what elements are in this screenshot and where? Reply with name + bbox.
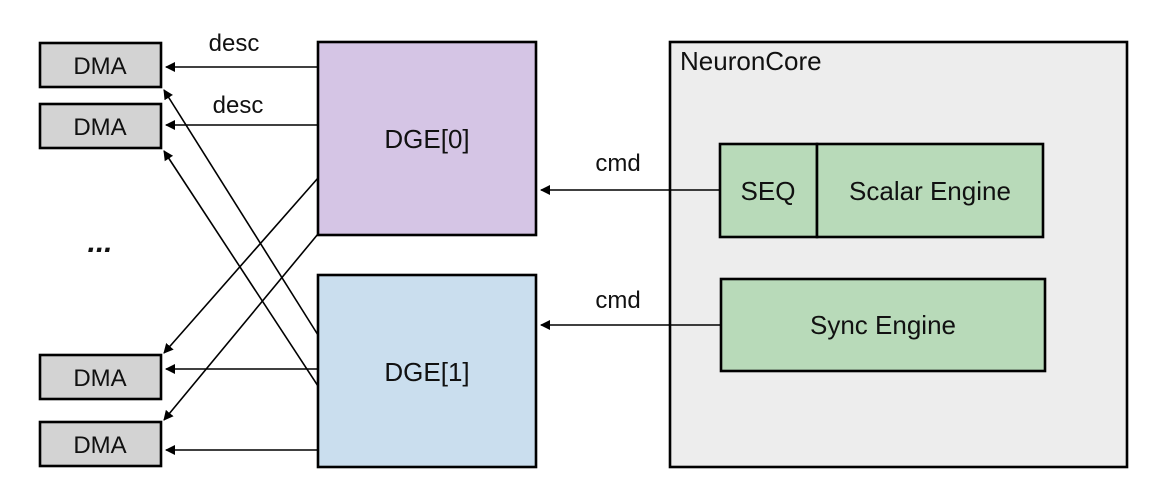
dma-box-1 (38, 102, 163, 150)
desc-label-0: desc (209, 30, 260, 57)
dge1-to-dma1-arrow (163, 150, 319, 387)
dma-label-0: DMA (73, 53, 126, 80)
cmd-label-0: cmd (595, 150, 640, 177)
dge0-to-dma2-arrow (163, 177, 319, 354)
dma-label-2: DMA (73, 365, 126, 392)
neuroncore-title: NeuronCore (680, 46, 822, 76)
dge1-label: DGE[1] (384, 357, 469, 387)
dge-group: DGE[0] DGE[1] (316, 40, 538, 469)
dge0-to-dma3-arrow (163, 233, 319, 421)
dma-box-0 (38, 41, 163, 89)
desc-label-1: desc (213, 92, 264, 119)
cmd-label-1: cmd (595, 287, 640, 314)
engine-to-dge-arrows: cmd cmd (540, 150, 721, 330)
sync-engine-box (719, 277, 1047, 373)
dma-label-1: DMA (73, 114, 126, 141)
sync-engine-label: Sync Engine (810, 310, 956, 340)
dma-box-2 (38, 353, 163, 401)
dma-group: DMA DMA ... DMA DMA (38, 41, 163, 468)
seq-label: SEQ (741, 176, 796, 206)
dge1-to-dma0-arrow (163, 89, 319, 336)
neuroncore-box (668, 40, 1129, 469)
neuroncore-group: NeuronCore SEQ Scalar Engine Sync Engine (668, 40, 1129, 469)
dge0-box (316, 40, 538, 237)
dma-box-3 (38, 420, 163, 468)
dma-label-3: DMA (73, 432, 126, 459)
dma-ellipsis: ... (87, 226, 112, 259)
dge0-label: DGE[0] (384, 124, 469, 154)
scalar-engine-label: Scalar Engine (849, 176, 1011, 206)
scalar-engine-box (815, 142, 1045, 239)
dge-to-dma-arrows: desc desc (163, 30, 319, 455)
dge1-box (316, 273, 538, 469)
